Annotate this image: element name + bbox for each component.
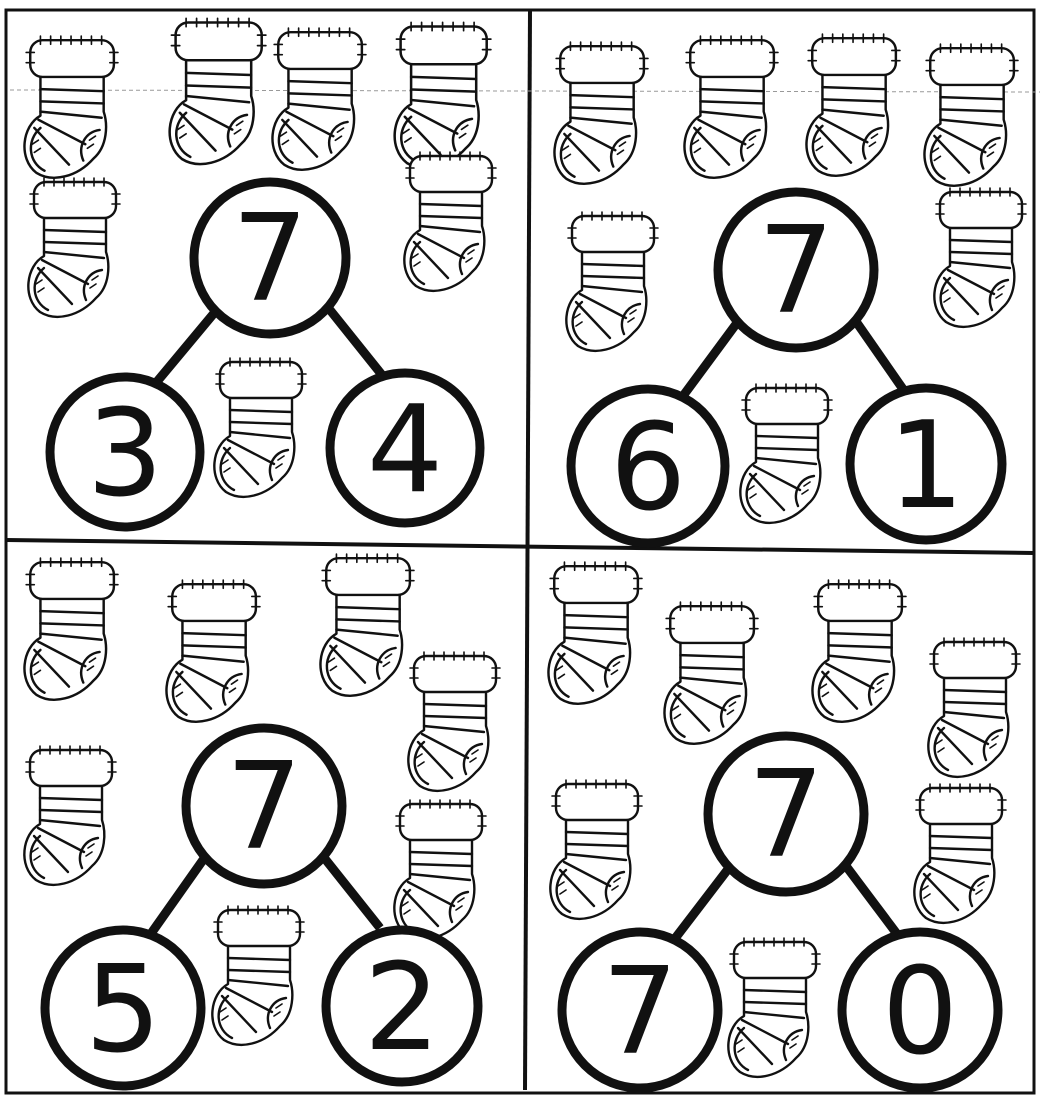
stocking-icon	[548, 562, 641, 704]
stocking-icon	[166, 580, 259, 722]
whole-number: 7	[232, 190, 308, 329]
bond-line-right	[322, 300, 390, 385]
bond-line-left	[150, 850, 210, 935]
part-left-number: 5	[85, 941, 161, 1080]
stocking-icon	[812, 580, 905, 722]
part-right-number: 1	[888, 397, 964, 536]
part-right-number: 0	[882, 943, 958, 1082]
horizontal-divider	[6, 540, 1034, 553]
panel-4: 7 7 0	[548, 562, 1020, 1088]
bond-line-right	[318, 850, 380, 928]
stocking-icon	[928, 638, 1020, 777]
stocking-icon	[24, 746, 116, 885]
panel-1: 7 3 4	[24, 18, 496, 527]
stocking-icon	[404, 152, 496, 291]
stocking-icon	[28, 178, 120, 317]
part-left-number: 6	[610, 399, 686, 538]
stocking-icon	[395, 22, 491, 168]
stocking-icon	[914, 784, 1006, 923]
bond-line-right	[840, 858, 900, 938]
stocking-icon	[320, 554, 413, 696]
stocking-icon	[272, 28, 365, 170]
stocking-icon	[566, 212, 658, 351]
stocking-icon	[394, 800, 486, 939]
whole-number: 7	[758, 202, 834, 341]
stocking-icon	[554, 42, 647, 184]
stocking-icon	[212, 906, 304, 1045]
whole-number: 7	[748, 746, 824, 885]
stocking-icon	[924, 44, 1017, 186]
part-right-number: 2	[364, 939, 440, 1078]
part-left-number: 3	[87, 385, 163, 524]
stocking-icon	[170, 18, 266, 164]
stocking-icon	[24, 36, 117, 178]
stocking-icon	[550, 780, 642, 919]
stocking-icon	[934, 188, 1026, 327]
stocking-icon	[664, 602, 757, 744]
stocking-icon	[408, 652, 500, 791]
stocking-icon	[24, 558, 117, 700]
panel-2: 7 6 1	[554, 34, 1026, 543]
bond-line-left	[670, 860, 735, 945]
stocking-icon	[728, 938, 820, 1077]
whole-number: 7	[226, 738, 302, 877]
panel-3: 7 5 2	[24, 554, 500, 1086]
stocking-icon	[214, 358, 306, 497]
stocking-icon	[806, 34, 899, 176]
stocking-icon	[684, 36, 777, 178]
part-left-number: 7	[602, 943, 678, 1082]
stocking-icon	[740, 384, 832, 523]
vertical-divider	[525, 10, 530, 1090]
part-right-number: 4	[367, 381, 443, 520]
